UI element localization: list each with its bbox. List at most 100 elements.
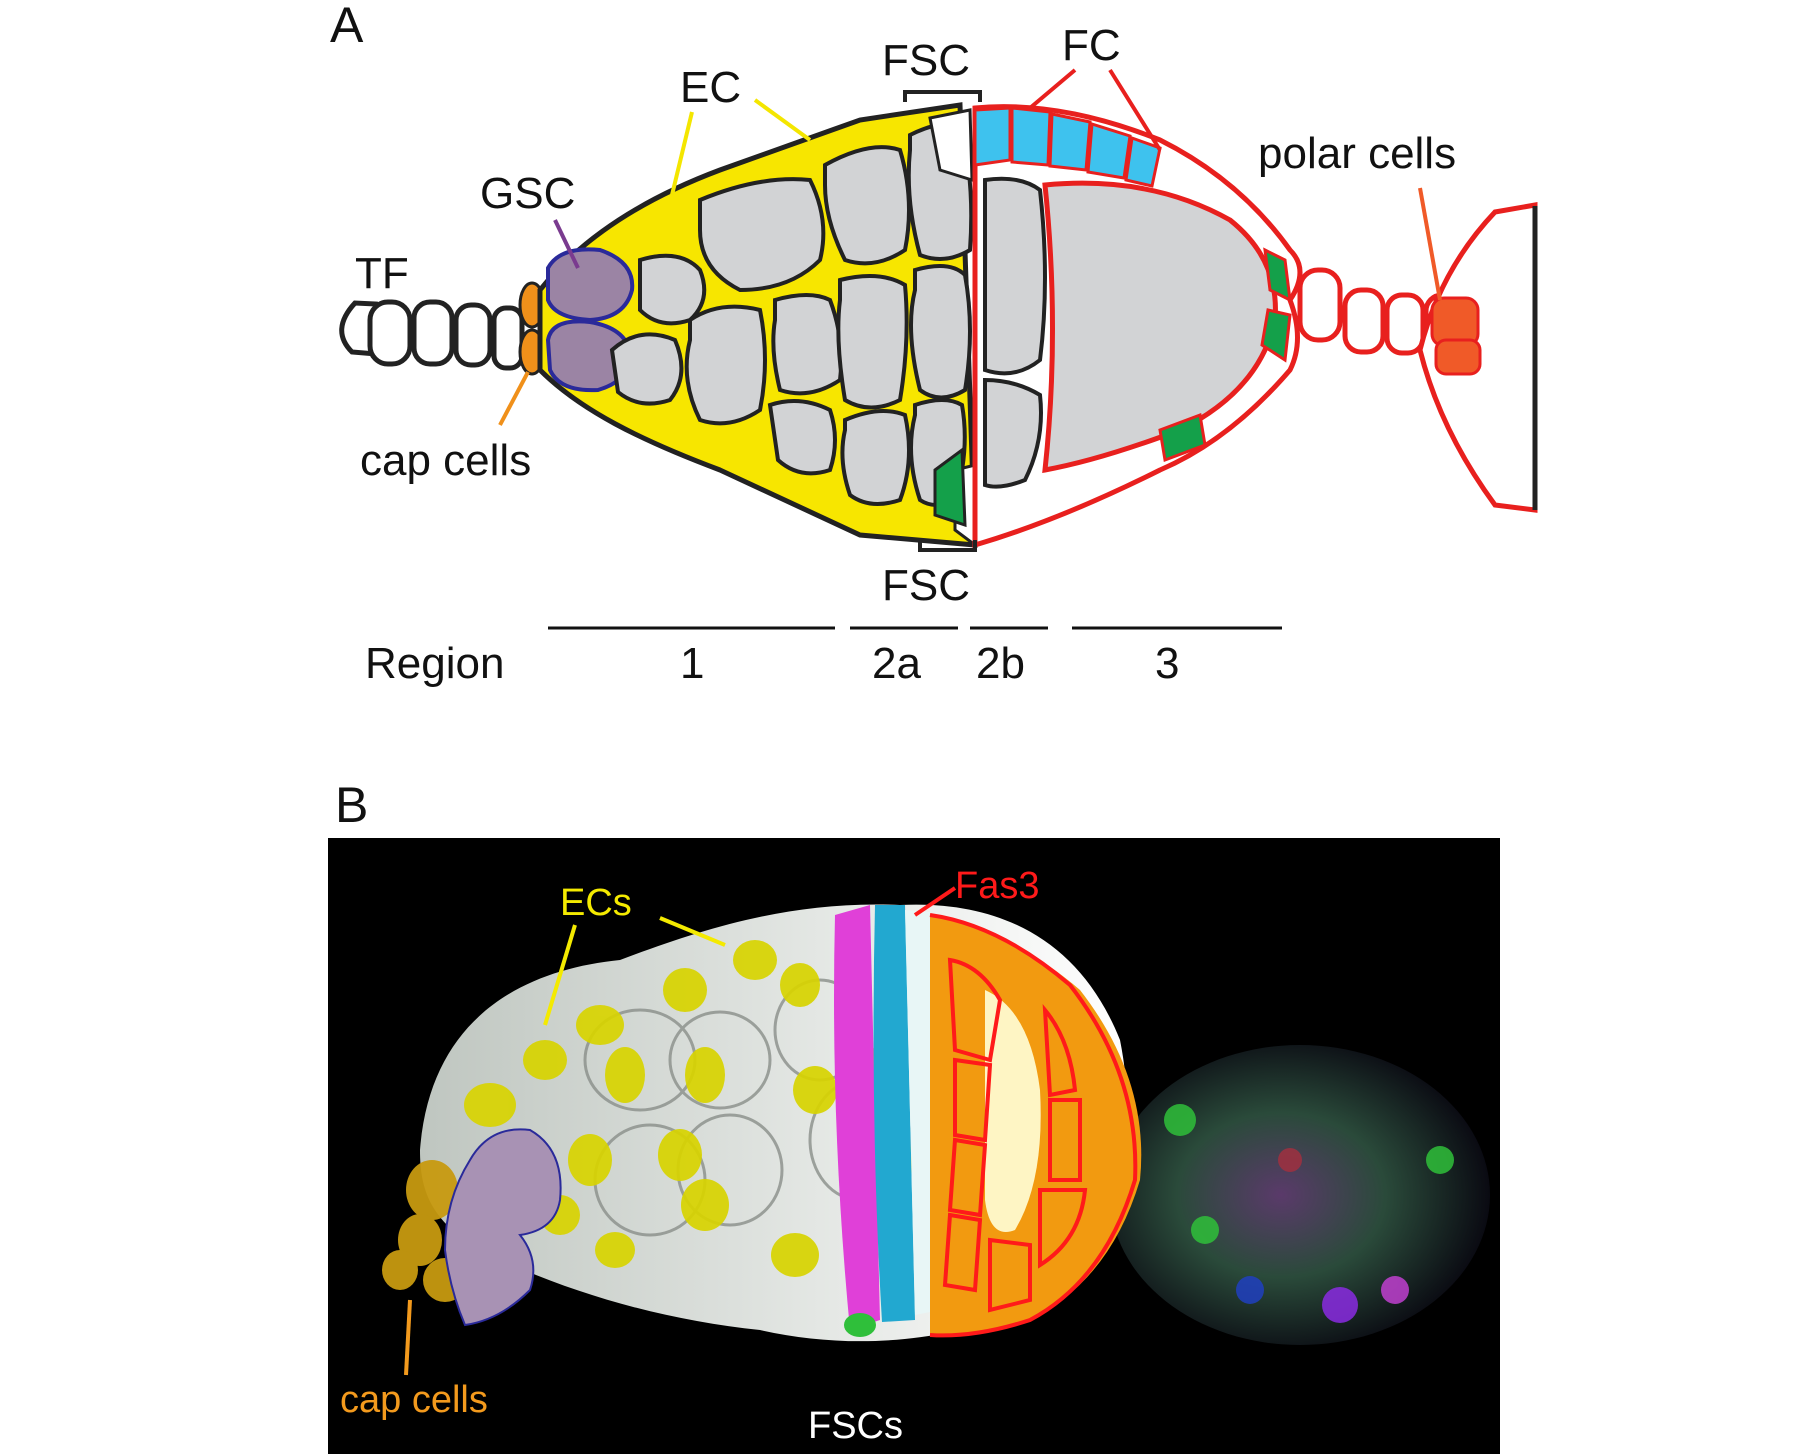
polar-cell (1434, 338, 1482, 376)
leader-fc (1108, 68, 1162, 152)
leader-ec (753, 98, 812, 142)
green-cell (933, 447, 967, 528)
fas3-cell (1048, 1098, 1082, 1182)
cap-cells-3d (382, 1160, 467, 1302)
panel-b-letter: B (335, 777, 368, 833)
region-axis: Region 1 2a 2b 3 (365, 626, 1282, 688)
tf-cell (367, 299, 413, 367)
bracket-fsc-top (903, 90, 982, 102)
cap-cell-3d (406, 1160, 458, 1220)
ec-3d (658, 1129, 702, 1181)
magenta-cells (834, 905, 880, 1330)
blue-cells (873, 905, 915, 1322)
fsc-zone-3d (834, 905, 940, 1337)
tf-cell (453, 302, 493, 368)
leader-fas3 (913, 886, 957, 917)
label-ecs: ECs (560, 882, 632, 924)
label-fscs: FSCs (808, 1405, 903, 1447)
fas3-cell (947, 957, 1003, 1063)
cyst (836, 274, 909, 410)
blue-cell (1124, 135, 1162, 188)
fas3-cell (929, 913, 1138, 1338)
region-title: Region (365, 639, 504, 688)
leader-gsc (553, 219, 580, 269)
leader-cap-cells (498, 371, 530, 426)
follicle-zone-highlight (985, 990, 1041, 1232)
cyst-2b (983, 176, 1047, 376)
speckle-blue (1236, 1276, 1264, 1304)
region-label-3: 3 (1155, 639, 1179, 688)
stalk-cell (1384, 292, 1426, 356)
fas3-cell (953, 1057, 993, 1143)
cyst (638, 253, 707, 326)
green-cell (1263, 247, 1292, 303)
panel-b: B (328, 777, 1500, 1454)
blue-cell (1086, 122, 1132, 180)
terminal-filament (339, 299, 525, 371)
panel-a-letter: A (330, 0, 364, 53)
cap-cell-3d (382, 1250, 418, 1290)
ec-3d (780, 963, 820, 1007)
cyst (684, 304, 767, 426)
green-cell (1260, 308, 1292, 363)
label-fc: FC (1062, 21, 1121, 70)
ec-3d (523, 1040, 567, 1080)
label-cap-cells: cap cells (360, 436, 531, 485)
cyst-3d (668, 1010, 772, 1110)
label-cap-cells-b: cap cells (340, 1379, 488, 1421)
label-ec: EC (680, 63, 741, 112)
panel-a: A (330, 0, 1538, 688)
label-tf: TF (355, 249, 409, 298)
green-cell (1158, 412, 1207, 463)
green-cell-3d (844, 1313, 876, 1337)
cyst (840, 409, 911, 506)
fas3-outlines (929, 913, 1138, 1338)
cyst (823, 145, 911, 266)
speckle-green (1191, 1216, 1219, 1244)
ec-3d (771, 1233, 819, 1277)
leader-cap-cells-b (404, 1299, 412, 1376)
cyst-2b (983, 377, 1043, 489)
stalk-cell (1342, 287, 1386, 355)
cyst (767, 399, 837, 476)
speckle-magenta (1381, 1276, 1409, 1304)
speckle-green (1426, 1146, 1454, 1174)
label-gsc: GSC (480, 169, 575, 218)
ec-3d (595, 1232, 635, 1268)
ec-3d (793, 1066, 837, 1114)
region-label-2b: 2b (976, 639, 1025, 688)
fas3-cell (988, 1237, 1032, 1313)
tail-speckles (1164, 1104, 1454, 1323)
ec-3d (681, 1179, 729, 1231)
label-polar-cells: polar cells (1258, 129, 1456, 178)
region-label-1: 1 (680, 639, 704, 688)
speckle-red (1278, 1148, 1302, 1172)
leader-fc (1028, 68, 1077, 110)
cyst-region-3 (1042, 180, 1278, 474)
blue-cells (973, 106, 1162, 188)
ec-3d (733, 940, 777, 980)
germline-stem-cells (545, 247, 635, 393)
ec-3d (568, 1134, 612, 1186)
fas3-cell (1038, 1188, 1088, 1269)
leader-polar-cells (1418, 187, 1442, 301)
cyst (698, 177, 826, 293)
escort-cells-3d (464, 940, 914, 1277)
leader-ecs (543, 924, 577, 1026)
gsc-3d (443, 1128, 562, 1327)
ec-3d (663, 968, 707, 1012)
leader-ecs (659, 916, 726, 947)
blue-cell (1010, 106, 1052, 167)
green-cells (1158, 247, 1292, 463)
ec-3d (685, 1047, 725, 1103)
label-fsc-bottom: FSC (882, 561, 970, 610)
tf-cell (491, 305, 525, 371)
fas3-cell (947, 1137, 988, 1218)
ec-3d (576, 1005, 624, 1045)
gsc-cell (546, 247, 635, 323)
speckle-magenta (1322, 1287, 1358, 1323)
label-fas3: Fas3 (955, 865, 1039, 907)
ec-3d (605, 1047, 645, 1103)
blue-cell (1048, 112, 1092, 172)
